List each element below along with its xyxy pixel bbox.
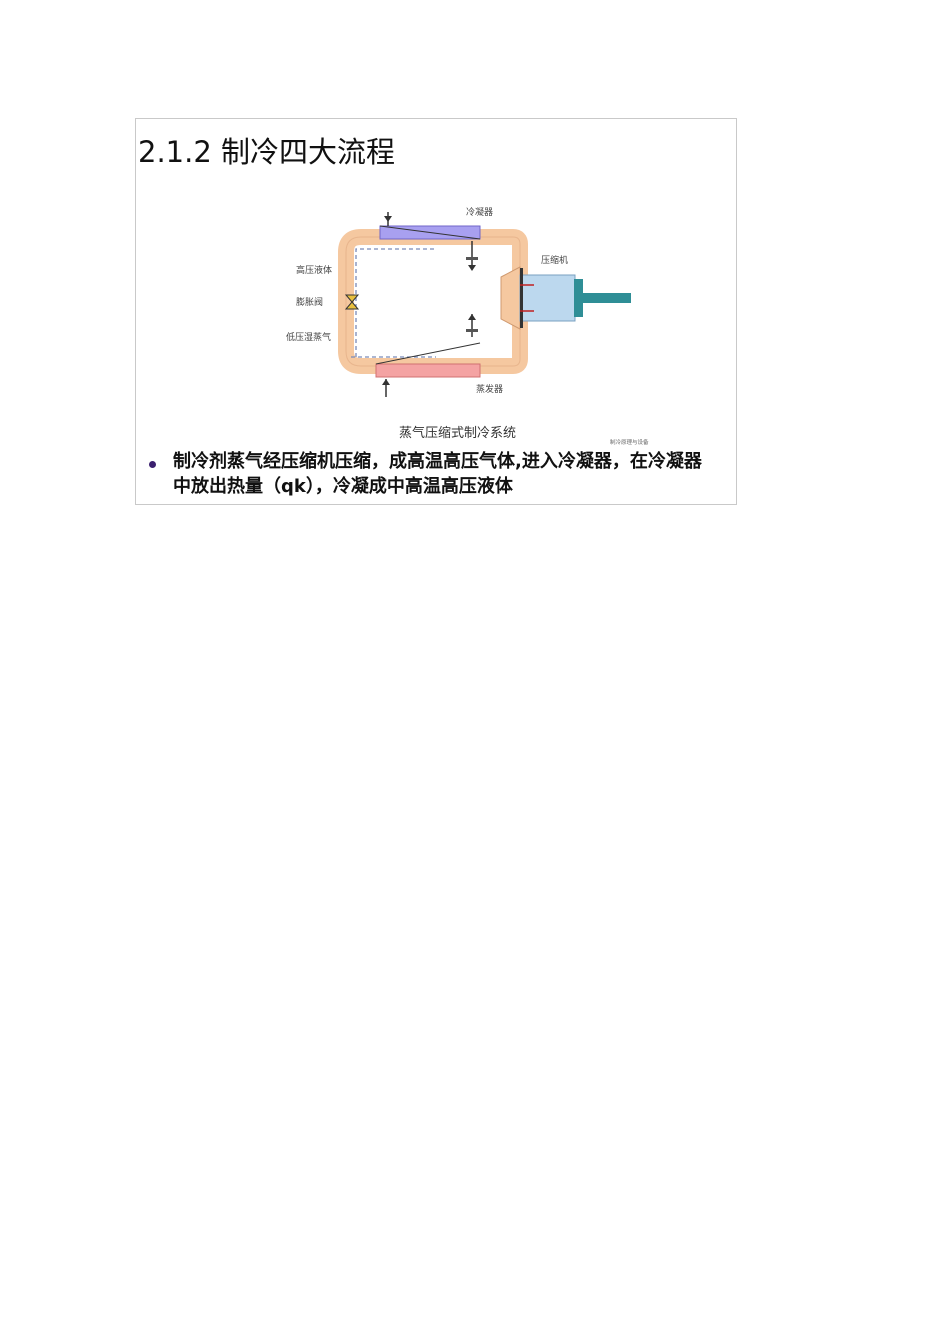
compressor-cylinder — [519, 274, 576, 322]
piston-rod — [583, 293, 631, 303]
label-low-pressure-wet-vapor: 低压湿蒸气 — [286, 331, 331, 343]
bullet-text: 制冷剂蒸气经压缩机压缩，成高温高压气体,进入冷凝器，在冷凝器中放出热量（qk），… — [173, 451, 702, 497]
diagram-source: 制冷原理与设备 — [610, 440, 649, 446]
label-expansion-valve: 膨胀阀 — [296, 296, 323, 308]
bullet-dot-icon — [149, 461, 156, 468]
evaporator — [375, 363, 481, 378]
flow-line-liquid — [355, 248, 436, 357]
refrigerant-loop-pipe — [338, 229, 528, 374]
expansion-valve-icon — [344, 294, 360, 310]
label-evaporator: 蒸发器 — [476, 383, 503, 395]
label-high-pressure-liquid: 高压液体 — [296, 264, 332, 276]
piston — [574, 279, 583, 317]
compressor-head — [500, 266, 521, 330]
label-compressor: 压缩机 — [541, 254, 568, 266]
label-condenser: 冷凝器 — [466, 206, 493, 218]
slide-title: 2.1.2 制冷四大流程 — [138, 135, 396, 169]
refrigeration-cycle-diagram: 冷凝器 压缩机 高压液体 膨胀阀 低压湿蒸气 蒸发器 — [286, 206, 631, 397]
slide-panel: 2.1.2 制冷四大流程 冷凝器 — [135, 118, 737, 505]
diagram-caption: 蒸气压缩式制冷系统 — [399, 426, 517, 441]
